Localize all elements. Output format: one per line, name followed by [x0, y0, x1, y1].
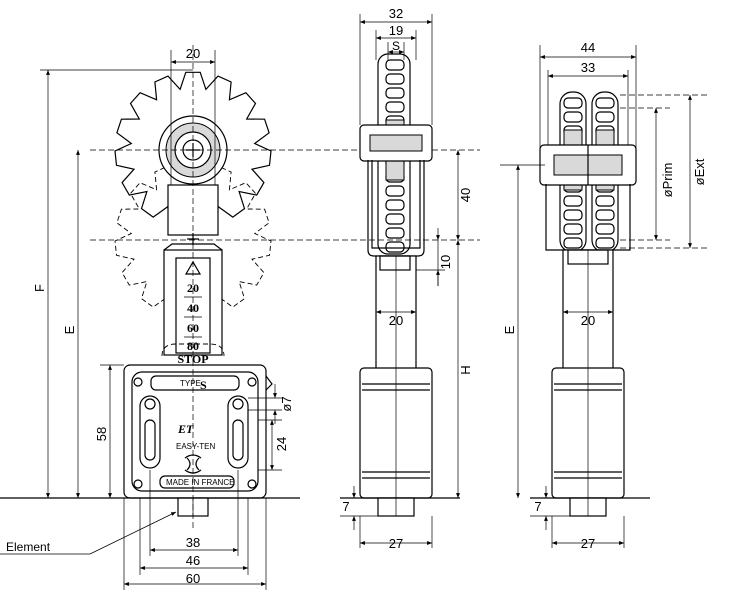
dim-double-inner: 33 — [581, 60, 595, 75]
dim-side-base-offset: 7 — [342, 499, 349, 514]
dim-base-height: 58 — [94, 427, 109, 441]
dim-pitch-dia: øPrim — [660, 163, 675, 198]
dim-hole-spacing: 24 — [274, 437, 289, 451]
made-in-label: MADE IN FRANCE — [166, 478, 234, 487]
dim-double-outer: 44 — [581, 40, 595, 55]
double-view: 44 33 øPrim øExt E 20 7 27 — [500, 40, 710, 551]
chain-link — [563, 195, 583, 207]
plate-type-value: S — [200, 378, 207, 392]
dim-sprocket: S — [392, 39, 400, 53]
chain-link — [563, 223, 583, 235]
dim-side-inner: 19 — [389, 23, 403, 38]
chain-link — [595, 237, 615, 249]
chain-link — [595, 97, 615, 109]
dim-side-height: H — [458, 365, 473, 374]
dim-top-width: 20 — [186, 46, 200, 61]
dim-hole-dia: ø7 — [279, 396, 294, 411]
side-view: 32 19 S 40 10 20 H 7 27 — [340, 6, 473, 551]
dim-base-width: 60 — [186, 571, 200, 586]
chain-link — [595, 195, 615, 207]
dim-base-inner: 46 — [186, 553, 200, 568]
dim-offset: 10 — [438, 255, 453, 269]
chain-link — [385, 199, 405, 211]
dim-double-arm: 20 — [581, 313, 595, 328]
dim-double-height: E — [502, 325, 517, 334]
chain-link — [563, 209, 583, 221]
chain-link — [385, 101, 405, 113]
chain-link — [595, 209, 615, 221]
dim-side-base: 27 — [389, 536, 403, 551]
chain-link — [385, 73, 405, 85]
chain-link — [595, 223, 615, 235]
chain-link — [385, 87, 405, 99]
scale-label: STOP — [177, 352, 208, 366]
dim-travel: 40 — [458, 188, 473, 202]
chain-link — [385, 227, 405, 239]
chain-link — [385, 59, 405, 71]
plate-type-label: TYPE — [180, 379, 201, 388]
chain-link — [385, 213, 405, 225]
chain-link — [563, 97, 583, 109]
dim-ext-dia: øExt — [692, 158, 707, 185]
chain-link — [563, 111, 583, 123]
dim-hole-pitch: 38 — [186, 535, 200, 550]
chain-link — [595, 111, 615, 123]
chain-link — [563, 237, 583, 249]
element-callout: Element — [6, 540, 51, 554]
dim-mount-height: E — [62, 325, 77, 334]
brand-logo: ET — [177, 422, 194, 436]
mounting-slot-right — [227, 395, 249, 469]
dim-double-base-offset: 7 — [534, 499, 541, 514]
dim-overall-height: F — [32, 284, 47, 292]
mounting-slot-left — [139, 395, 161, 469]
chain-link — [385, 241, 405, 253]
dim-side-arm: 20 — [389, 313, 403, 328]
dim-double-base: 27 — [581, 536, 595, 551]
chain-link — [385, 185, 405, 197]
brand-name: EASY-TEN — [176, 442, 215, 451]
dim-side-outer: 32 — [389, 6, 403, 21]
